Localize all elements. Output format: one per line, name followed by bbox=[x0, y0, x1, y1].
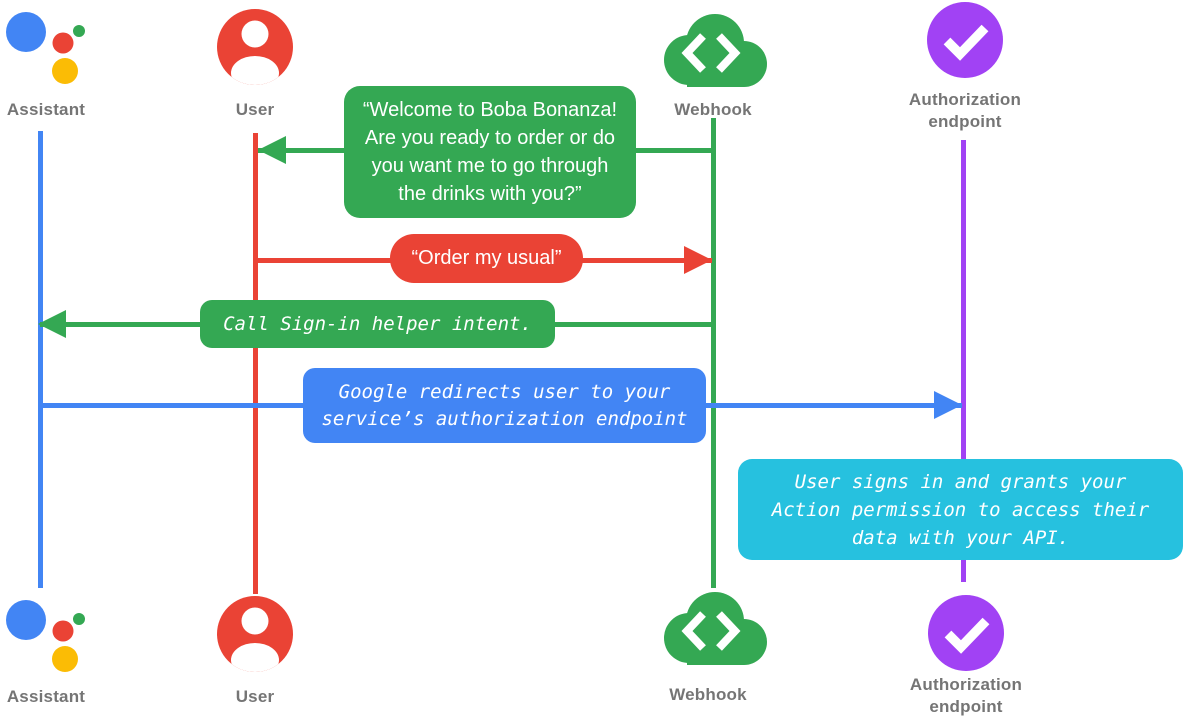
authorization-check-icon bbox=[928, 595, 1004, 671]
arrowhead-left-icon bbox=[258, 136, 286, 164]
note-sign-in-text: User signs in and grants your Action per… bbox=[771, 470, 1150, 549]
webhook-cloud-icon bbox=[664, 592, 767, 665]
message-order-bubble: “Order my usual” bbox=[390, 234, 583, 283]
user-lifeline bbox=[253, 133, 258, 594]
arrowhead-right-icon bbox=[684, 246, 712, 274]
authorization-endpoint-lifeline bbox=[961, 140, 966, 582]
webhook-label: Webhook bbox=[674, 100, 752, 119]
message-welcome-bubble: “Welcome to Boba Bonanza! Are you ready … bbox=[344, 86, 636, 218]
user-label: User bbox=[235, 100, 275, 119]
webhook-cloud-icon bbox=[664, 14, 767, 87]
message-redirect-text: Google redirects user to your service’s … bbox=[321, 380, 688, 430]
note-sign-in-bubble: User signs in and grants your Action per… bbox=[738, 459, 1183, 560]
assistant-logo-icon bbox=[6, 600, 85, 672]
message-order-text: “Order my usual” bbox=[411, 247, 562, 269]
user-icon bbox=[217, 9, 293, 85]
code-brackets-icon bbox=[681, 33, 741, 73]
code-brackets-icon bbox=[681, 611, 741, 651]
user-icon bbox=[217, 596, 293, 672]
authorization-endpoint-label: Authorization endpoint bbox=[908, 90, 1022, 131]
arrowhead-left-icon bbox=[38, 310, 66, 338]
message-welcome-text: “Welcome to Boba Bonanza! Are you ready … bbox=[362, 99, 618, 205]
webhook-lifeline bbox=[711, 118, 716, 588]
authorization-check-icon bbox=[927, 2, 1003, 78]
assistant-lifeline bbox=[38, 131, 43, 588]
message-signin-text: Call Sign-in helper intent. bbox=[223, 313, 532, 335]
message-redirect-bubble: Google redirects user to your service’s … bbox=[303, 368, 706, 443]
webhook-label: Webhook bbox=[669, 685, 747, 704]
message-signin-bubble: Call Sign-in helper intent. bbox=[200, 300, 555, 348]
assistant-label: Assistant bbox=[6, 687, 86, 706]
assistant-logo-icon bbox=[6, 12, 85, 84]
user-label: User bbox=[235, 687, 275, 706]
arrowhead-right-icon bbox=[934, 391, 962, 419]
assistant-label: Assistant bbox=[6, 100, 86, 119]
authorization-endpoint-label: Authorization endpoint bbox=[909, 675, 1023, 716]
